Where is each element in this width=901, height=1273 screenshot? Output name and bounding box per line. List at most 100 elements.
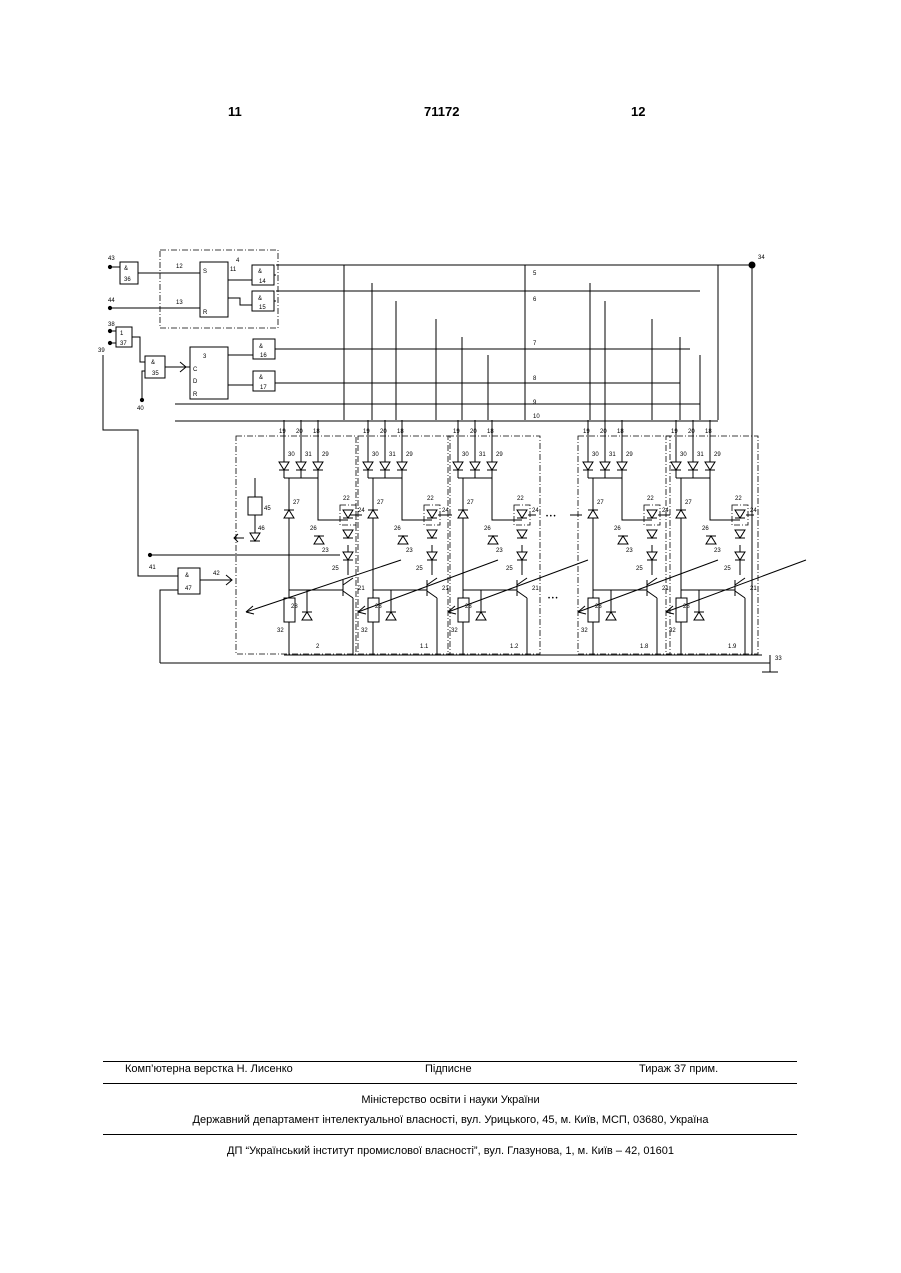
block-label: 16 (260, 353, 267, 359)
cell-subframe (514, 505, 530, 525)
circulation-label: Тираж 37 прим. (639, 1063, 718, 1075)
diode (735, 510, 745, 518)
element-label: 27 (685, 500, 692, 506)
element-label: 18 (617, 429, 624, 435)
resistor-28 (676, 598, 687, 622)
diode (647, 552, 657, 560)
element-label: 30 (592, 452, 599, 458)
element-label: 19 (279, 429, 286, 435)
diode (647, 510, 657, 518)
element-label: 32 (581, 628, 588, 634)
cell-label: 1.1 (420, 644, 429, 650)
element-label: 25 (332, 566, 339, 572)
footer-rule-bottom (103, 1134, 797, 1135)
block-label: 3 (203, 354, 207, 360)
diode (314, 536, 324, 544)
terminal-label: 38 (108, 322, 115, 328)
wire (647, 591, 657, 598)
footer-rule-top (103, 1061, 797, 1062)
element-label: 26 (484, 526, 491, 532)
element-label: 24 (442, 508, 449, 514)
cell-frame (578, 436, 670, 654)
element-label: 32 (361, 628, 368, 634)
terminal-label: 44 (108, 298, 115, 304)
publisher-line: ДП “Український інститут промислової вла… (0, 1145, 901, 1157)
element-label: 30 (372, 452, 379, 458)
diode (606, 612, 616, 620)
element-label: 31 (609, 452, 616, 458)
diode (705, 462, 715, 470)
element-label: 27 (293, 500, 300, 506)
element-label: 23 (496, 548, 503, 554)
block-label: 14 (259, 279, 266, 285)
wire (132, 337, 145, 362)
wire (427, 578, 437, 585)
diode (398, 536, 408, 544)
typesetting-credit: Комп’ютерна верстка Н. Лисенко (125, 1063, 293, 1075)
diode (279, 462, 289, 470)
wire (735, 578, 745, 585)
element-label: 28 (595, 604, 602, 610)
element-label: 30 (462, 452, 469, 458)
diode (397, 462, 407, 470)
diode (735, 552, 745, 560)
diode (676, 510, 686, 518)
diode (588, 510, 598, 518)
diode (517, 530, 527, 538)
element-label: 28 (291, 604, 298, 610)
bus-label: 10 (533, 414, 540, 420)
cell-label: 2 (316, 644, 320, 650)
wire (578, 612, 586, 614)
diode (284, 510, 294, 518)
cell-frame (666, 436, 758, 654)
diode (600, 462, 610, 470)
junction-dot (108, 265, 111, 268)
wire (448, 612, 456, 614)
pin-label: C (193, 367, 198, 373)
terminal-label: 42 (213, 571, 220, 577)
diode (343, 510, 353, 518)
element-label: 18 (705, 429, 712, 435)
diode (517, 510, 527, 518)
pin-label: R (193, 392, 198, 398)
element-label: 18 (397, 429, 404, 435)
diode (706, 536, 716, 544)
element-label: 18 (487, 429, 494, 435)
terminal-label: 33 (775, 656, 782, 662)
element-label: 21 (442, 586, 449, 592)
block-label: 36 (124, 277, 131, 283)
diode (487, 462, 497, 470)
block-label: 47 (185, 586, 192, 592)
element-label: 23 (714, 548, 721, 554)
pin-label: D (193, 379, 198, 385)
resistor-28 (284, 598, 295, 622)
diode (458, 510, 468, 518)
junction-dot (148, 553, 151, 556)
element-label: 29 (322, 452, 329, 458)
element-label: 32 (277, 628, 284, 634)
element-label: 20 (470, 429, 477, 435)
gate-symbol: & (151, 360, 155, 366)
element-label: 22 (343, 496, 350, 502)
cell-subframe (644, 505, 660, 525)
wire (160, 590, 178, 663)
diode (618, 536, 628, 544)
element-label: 20 (600, 429, 607, 435)
element-label: 46 (258, 526, 265, 532)
ellipsis-dots: • • • (548, 596, 558, 602)
ministry-line: Міністерство освіти і науки України (0, 1094, 901, 1106)
terminal-label: 12 (176, 264, 183, 270)
cell-frame (236, 436, 356, 654)
bus-label: 9 (533, 400, 537, 406)
resistor-45 (248, 497, 262, 515)
resistor-28 (588, 598, 599, 622)
element-label: 32 (451, 628, 458, 634)
diode (386, 612, 396, 620)
element-label: 25 (724, 566, 731, 572)
block-label: 4 (236, 258, 240, 264)
element-label: 21 (750, 586, 757, 592)
element-label: 28 (375, 604, 382, 610)
terminal-label: 41 (149, 565, 156, 571)
wire (358, 612, 366, 614)
block-label: 11 (230, 267, 237, 273)
